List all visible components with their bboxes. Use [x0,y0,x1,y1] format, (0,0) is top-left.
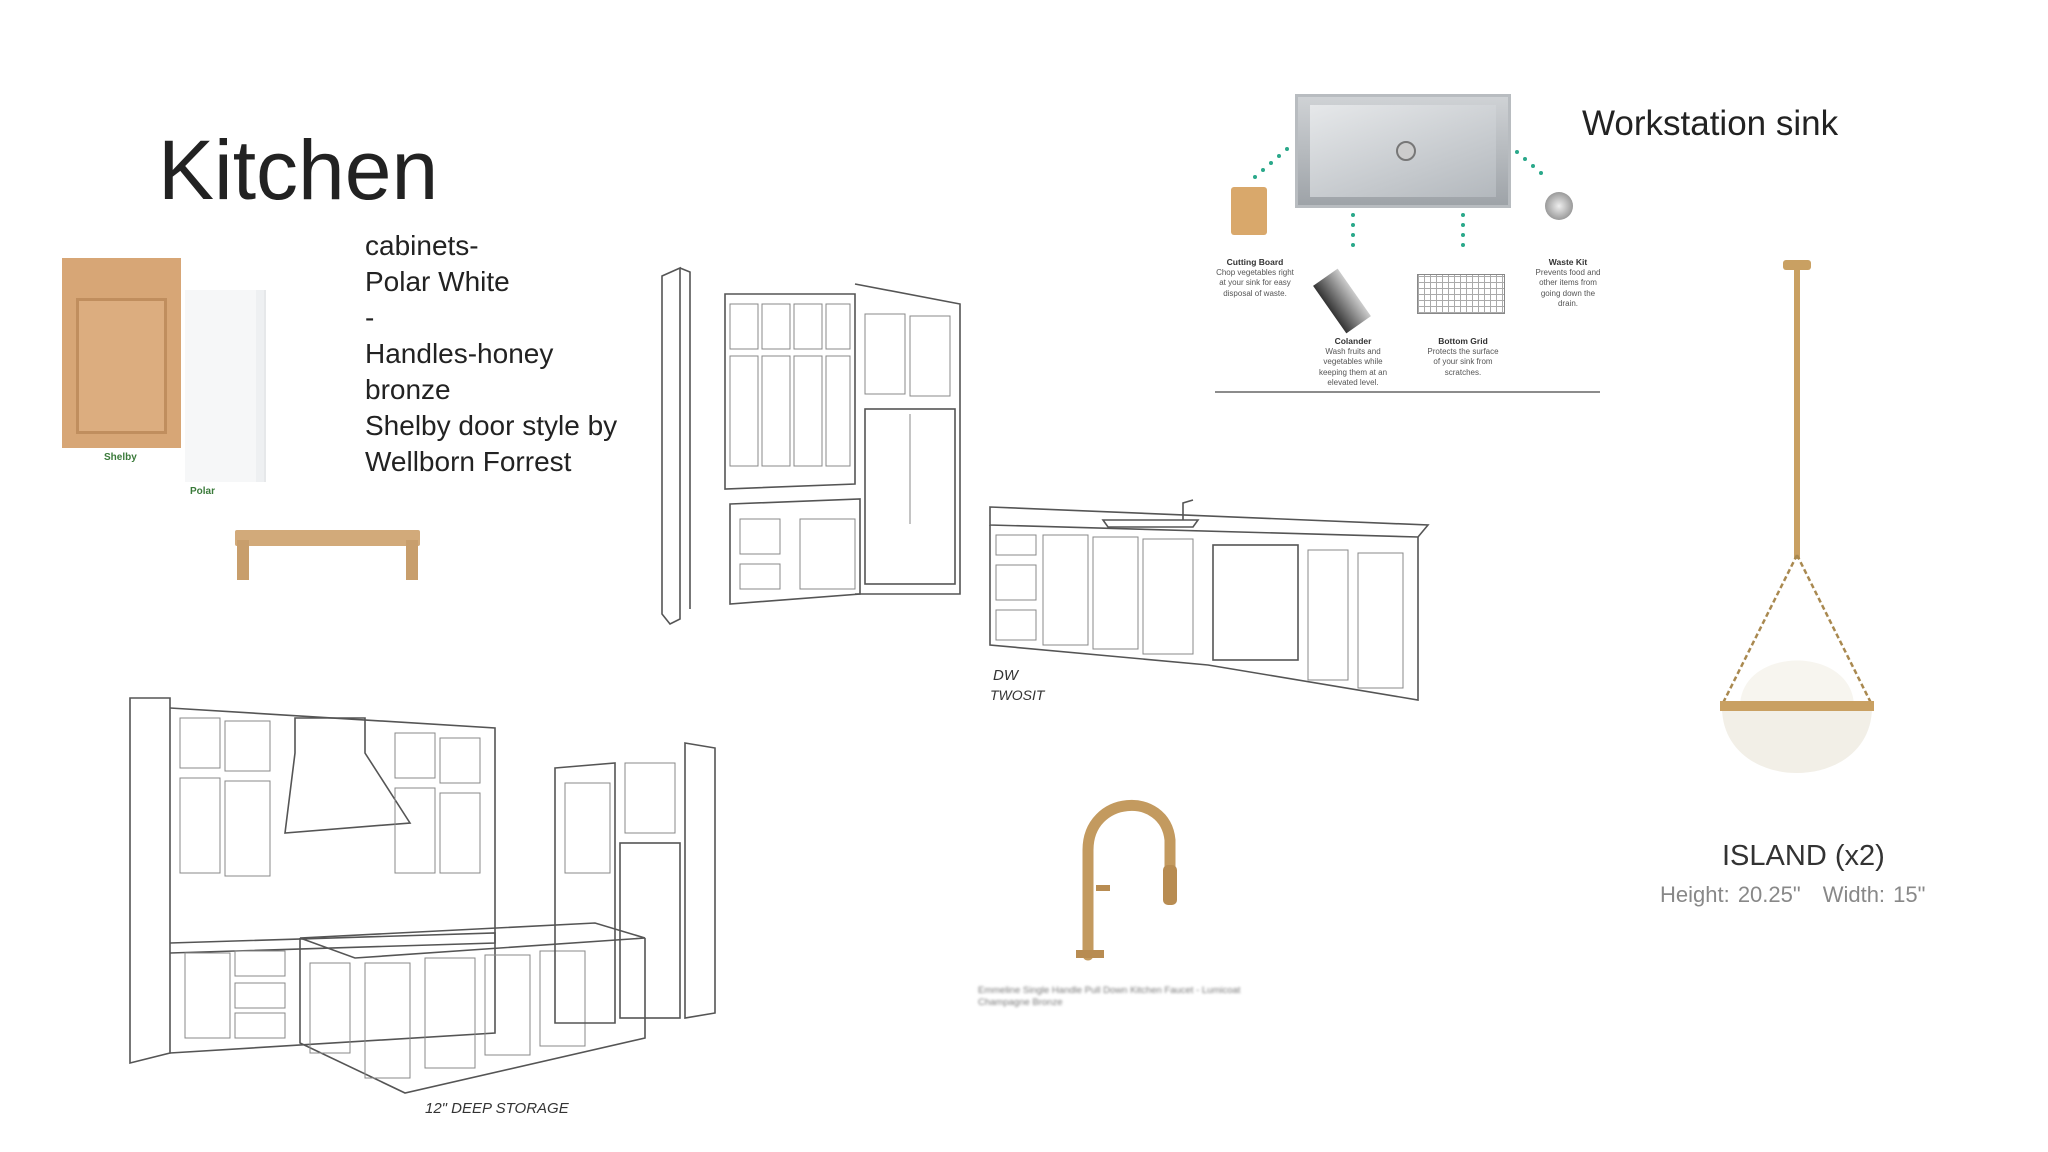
faucet-image [1076,800,1177,961]
svg-text:TWOSIT: TWOSIT [990,687,1046,703]
note-line: Wellborn Forrest [365,446,572,477]
pendant-width: Width: 15" [1822,882,1926,907]
pendant-dimensions: Height: 20.25" Width: 15" [1660,882,1925,908]
kitchen-perspective-sketch: 12" DEEP STORAGE [129,697,716,1117]
accessory-name: Waste Kit [1548,257,1588,267]
note-line: Shelby door style by [365,410,618,441]
note-line: Handles-honey [365,338,554,369]
storage-annotation: 12" DEEP STORAGE [425,1100,570,1117]
cabinet-handle-image [235,530,420,580]
polar-label: Polar [190,486,216,497]
note-line: cabinets- [365,230,479,261]
pendant-title: ISLAND (x2) [1722,840,1885,872]
shelby-label: Shelby [104,452,137,463]
note-line: bronze [365,374,451,405]
faucet-caption: Emmeline Single Handle Pull Down Kitchen… [978,985,1241,1008]
note-line: Polar White [365,266,510,297]
pendant-height: Height: 20.25" [1660,882,1801,907]
cabinet-notes: cabinets- Polar White - Handles-honey br… [365,228,617,480]
wall-cabinet-sketch [661,266,961,626]
polar-door-swatch [185,290,266,482]
bottom-grid-image [1417,274,1505,314]
note-line: - [365,302,375,333]
accessory-desc: Prevents food and other items from going… [1535,267,1601,309]
connector-dots [1215,147,1600,393]
waste-kit-image [1545,192,1573,220]
accessory-desc: Chop vegetables right at your sink for e… [1216,267,1294,298]
sink-basin-image [1295,94,1511,208]
dw-annotation: DW [993,667,1020,684]
accessory-desc: Wash fruits and vegetables while keeping… [1318,346,1388,388]
cutting-board-image [1231,187,1267,235]
accessory-desc: Protects the surface of your sink from s… [1427,346,1499,377]
pendant-light-image [1720,260,1874,773]
accessory-name: Colander [1334,336,1372,346]
shelby-door-swatch [62,258,181,448]
accessory-name: Bottom Grid [1438,336,1488,346]
accessory-name: Cutting Board [1226,257,1284,267]
island-sketch: DW TWOSIT [989,499,1430,703]
page-title: Kitchen [158,123,439,217]
workstation-sink-title: Workstation sink [1582,104,1839,143]
